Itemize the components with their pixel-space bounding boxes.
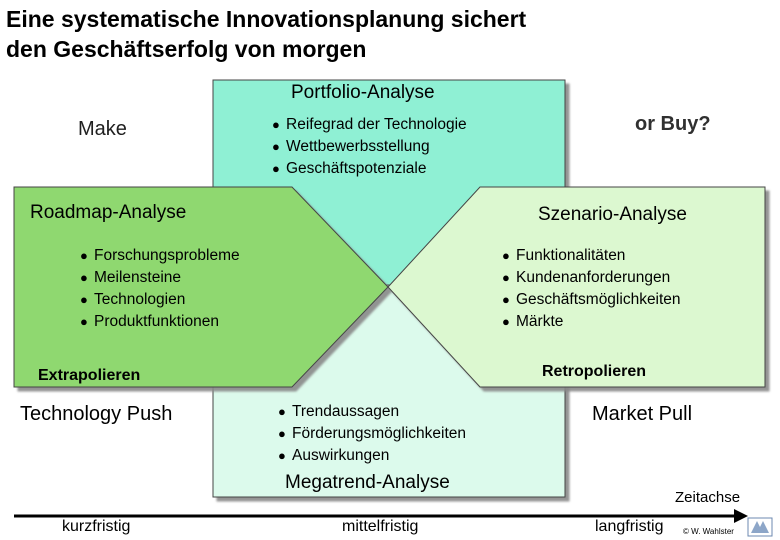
list-item: Wettbewerbsstellung xyxy=(272,136,467,158)
szenario-title: Szenario-Analyse xyxy=(538,204,687,225)
copyright-note: © W. Wahlster xyxy=(683,527,734,536)
portfolio-title: Portfolio-Analyse xyxy=(291,82,435,103)
roadmap-bullets: Forschungsprobleme Meilensteine Technolo… xyxy=(80,245,240,333)
szenario-footer: Retropolieren xyxy=(542,363,647,380)
list-item: Technologien xyxy=(80,289,240,311)
axis-label: Zeitachse xyxy=(675,489,741,506)
megatrend-bullets: Trendaussagen Förderungsmöglichkeiten Au… xyxy=(278,401,466,467)
list-item: Reifegrad der Technologie xyxy=(272,114,467,136)
page-title: Eine systematische Innovationsplanung si… xyxy=(6,4,526,64)
portfolio-bullets: Reifegrad der Technologie Wettbewerbsste… xyxy=(272,114,467,180)
or-buy-label: or Buy? xyxy=(635,113,711,135)
list-item: Auswirkungen xyxy=(278,445,466,467)
roadmap-title: Roadmap-Analyse xyxy=(30,202,187,223)
long-term-label: langfristig xyxy=(595,518,664,535)
list-item: Märkte xyxy=(502,311,681,333)
market-pull-label: Market Pull xyxy=(592,403,693,425)
list-item: Geschäftsmöglichkeiten xyxy=(502,289,681,311)
make-label: Make xyxy=(78,118,127,140)
list-item: Funktionalitäten xyxy=(502,245,681,267)
list-item: Trendaussagen xyxy=(278,401,466,423)
list-item: Geschäftspotenziale xyxy=(272,158,467,180)
megatrend-title: Megatrend-Analyse xyxy=(285,472,450,493)
list-item: Forschungsprobleme xyxy=(80,245,240,267)
mid-term-label: mittelfristig xyxy=(342,518,419,535)
title-line-1: Eine systematische Innovationsplanung si… xyxy=(6,6,527,32)
list-item: Produktfunktionen xyxy=(80,311,240,333)
list-item: Förderungsmöglichkeiten xyxy=(278,423,466,445)
list-item: Meilensteine xyxy=(80,267,240,289)
dfki-logo xyxy=(747,517,773,537)
roadmap-footer: Extrapolieren xyxy=(38,367,141,384)
technology-push-label: Technology Push xyxy=(20,403,173,425)
time-axis-arrowhead xyxy=(734,509,748,523)
title-line-2: den Geschäftserfolg von morgen xyxy=(6,36,367,62)
szenario-bullets: Funktionalitäten Kundenanforderungen Ges… xyxy=(502,245,681,333)
list-item: Kundenanforderungen xyxy=(502,267,681,289)
short-term-label: kurzfristig xyxy=(62,518,131,535)
